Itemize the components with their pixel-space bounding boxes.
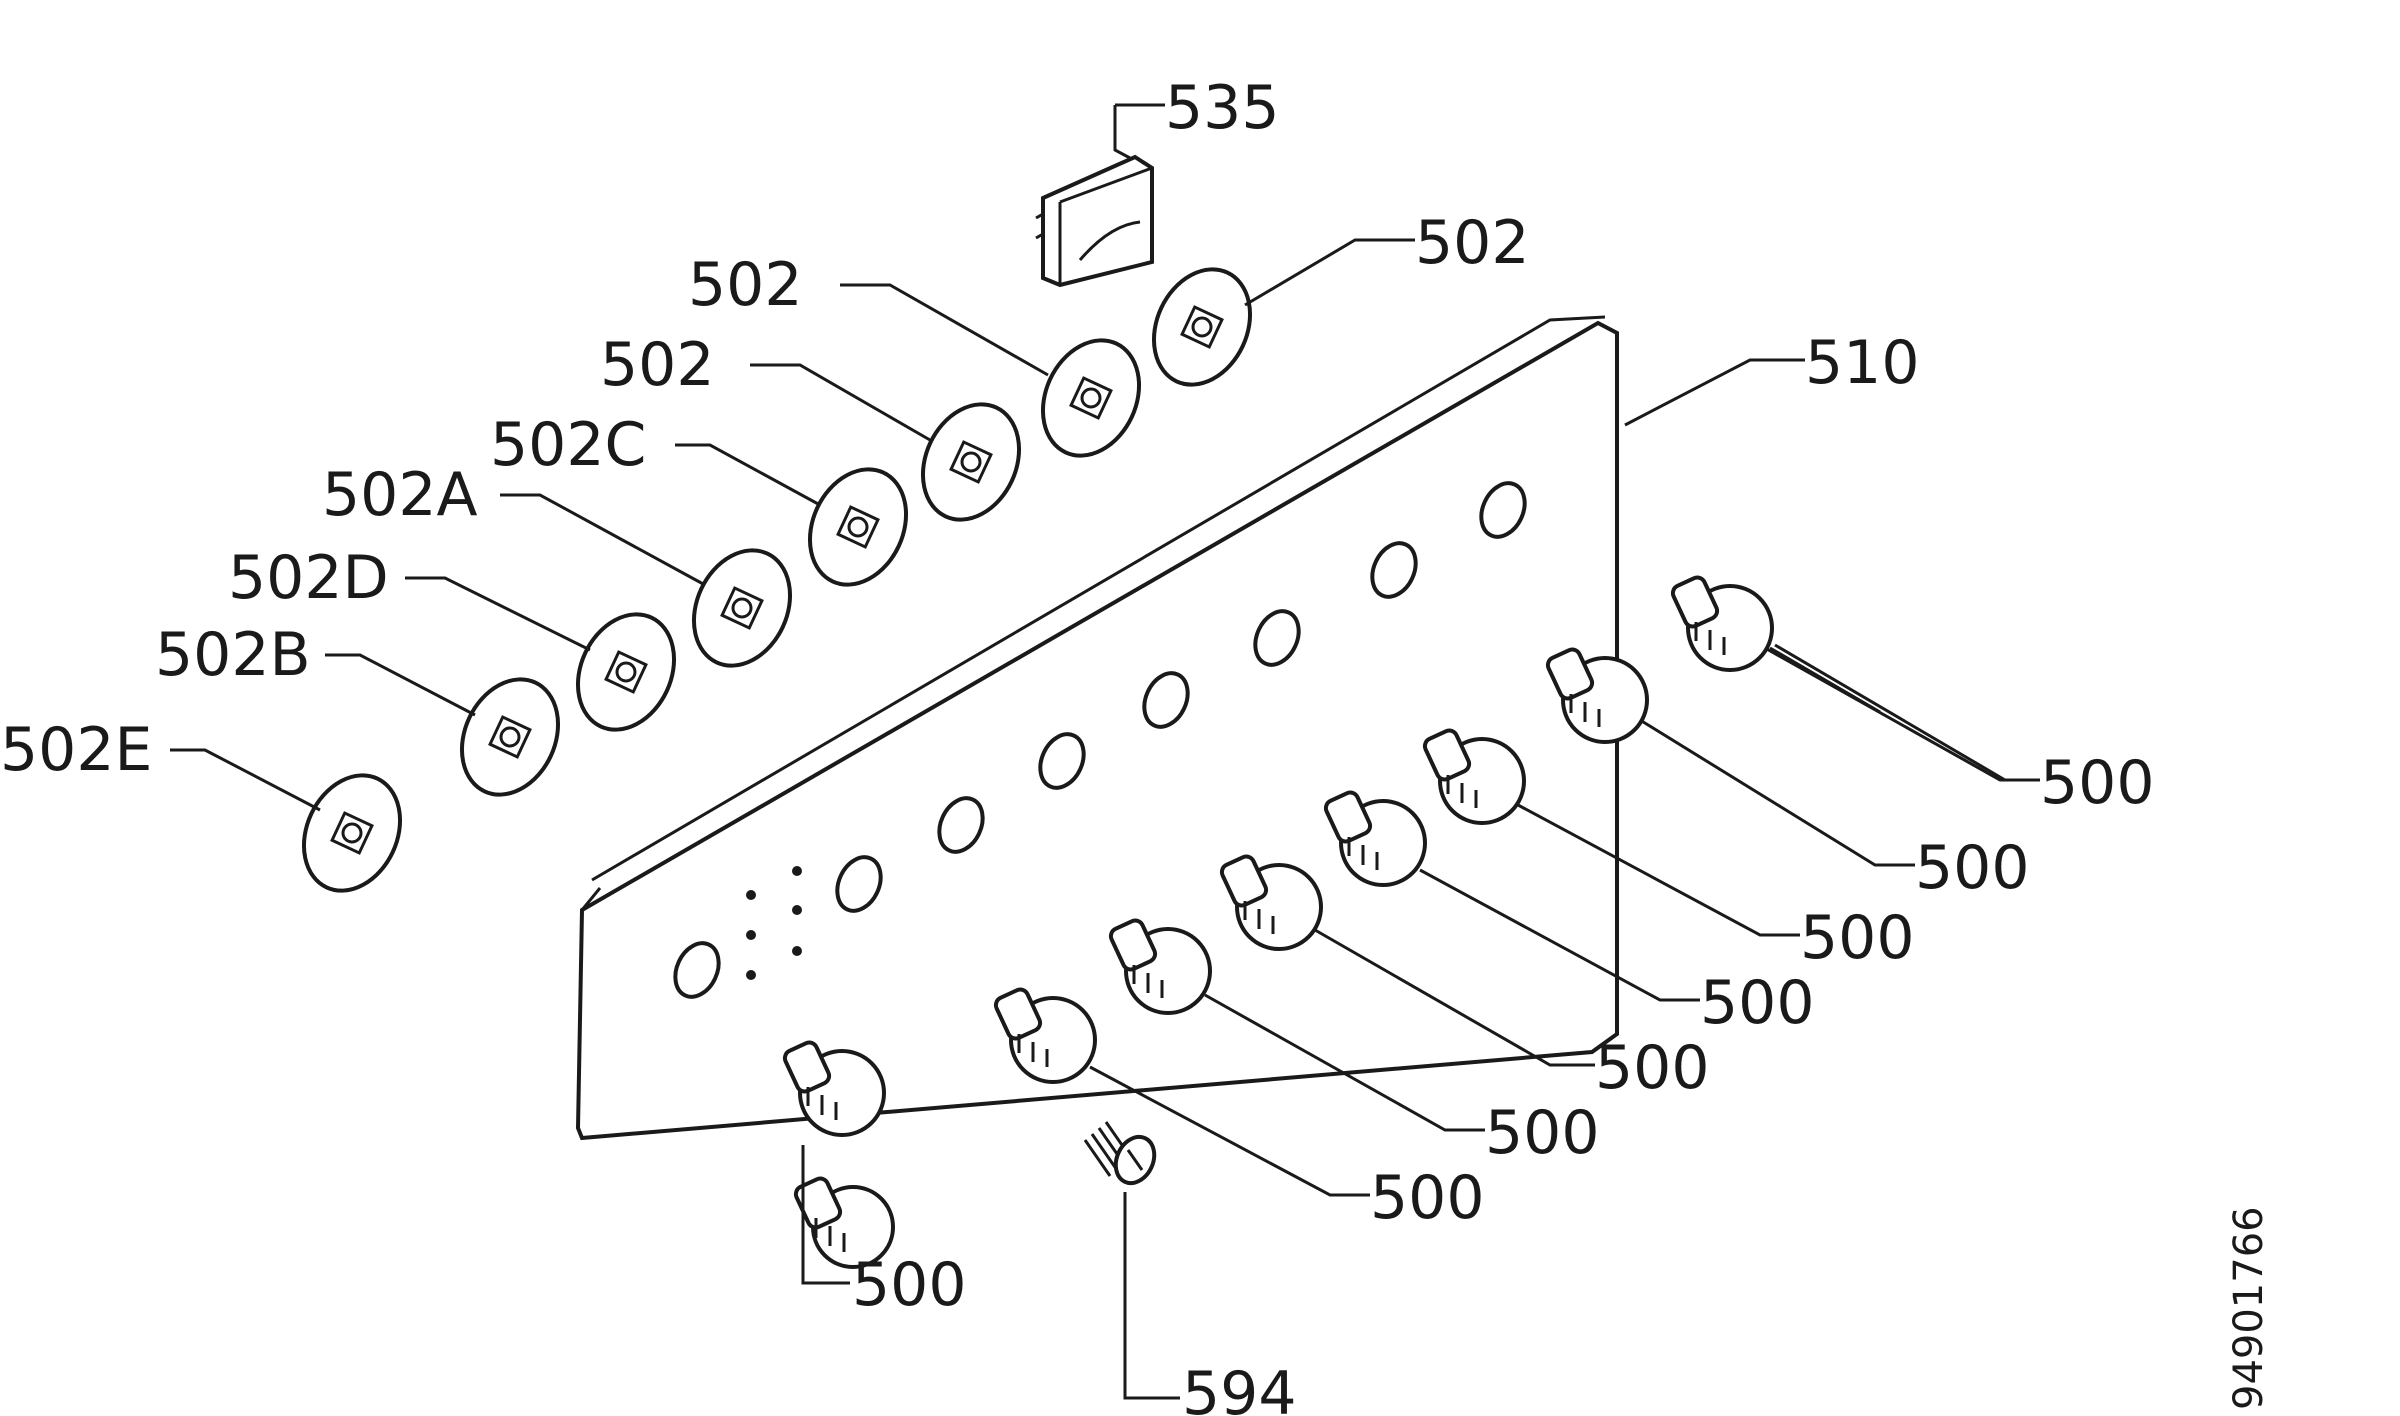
control-panel — [575, 315, 1619, 1141]
label-ring-b: 502B — [155, 620, 311, 690]
indicator-dots — [746, 866, 802, 980]
ring-c — [807, 467, 909, 587]
label-ring-a: 502A — [322, 460, 478, 530]
bracket-part — [1035, 154, 1154, 288]
label-ring-c: 502C — [490, 410, 646, 480]
knob-7 — [1545, 647, 1649, 744]
knob-3 — [1108, 918, 1212, 1015]
label-knob-4: 500 — [1700, 968, 1815, 1038]
knob-5 — [1323, 790, 1427, 887]
label-ring-top-right: 502 — [1415, 208, 1530, 278]
label-knob-2: 500 — [1485, 1098, 1600, 1168]
knobs — [782, 575, 1774, 1269]
label-knob-3: 500 — [1595, 1033, 1710, 1103]
ring-a — [691, 548, 793, 668]
callout-labels: 535 502 510 502 502 502C 502A 502D 502B … — [0, 73, 2155, 1416]
label-knob-6: 500 — [1915, 833, 2030, 903]
label-ring-2: 502 — [600, 330, 715, 400]
label-knob-5: 500 — [1800, 903, 1915, 973]
ring-d — [575, 612, 677, 732]
leader-lines — [170, 103, 2040, 1400]
knob-1 — [782, 1040, 886, 1137]
screw-part — [1083, 1121, 1157, 1186]
label-ring-e: 502E — [0, 715, 152, 785]
knob-6 — [1422, 728, 1526, 825]
label-ring-top: 502 — [688, 250, 803, 320]
label-knob-7: 500 — [2040, 748, 2155, 818]
ring-top — [1040, 338, 1142, 458]
label-screw: 594 — [1182, 1359, 1297, 1416]
label-bracket: 535 — [1165, 73, 1280, 143]
rings — [301, 267, 1253, 893]
ring-b — [459, 677, 561, 797]
panel-holes — [673, 481, 1527, 999]
label-panel: 510 — [1805, 328, 1920, 398]
knob-4 — [1219, 854, 1323, 951]
ring-e — [301, 773, 403, 893]
label-ring-d: 502D — [228, 543, 389, 613]
label-knob-9: 500 — [852, 1250, 967, 1320]
knob-8 — [1670, 575, 1774, 672]
ring-2 — [920, 402, 1022, 522]
label-knob-1: 500 — [1370, 1163, 1485, 1233]
drawing-number: 94901766 — [2226, 1206, 2272, 1410]
ring-top-right — [1151, 267, 1253, 387]
knob-2 — [993, 987, 1097, 1084]
